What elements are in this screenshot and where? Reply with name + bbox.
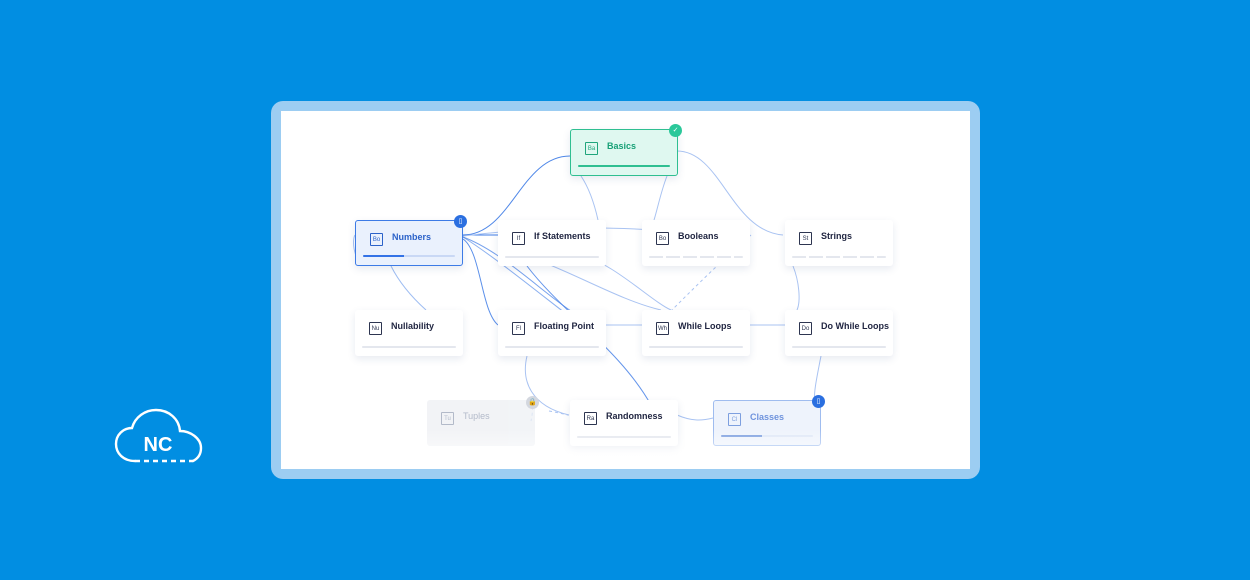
- node-do-while-loops[interactable]: Do Do While Loops: [785, 310, 893, 356]
- node-tag: Cl: [728, 412, 741, 426]
- node-booleans[interactable]: Bo Booleans: [642, 220, 750, 266]
- node-label: Do While Loops: [821, 321, 889, 331]
- progress-bar: [649, 256, 743, 258]
- node-label: Basics: [607, 141, 637, 151]
- progress-bar: [362, 346, 456, 348]
- book-icon: ▯: [812, 395, 825, 408]
- node-label: Nullability: [391, 321, 435, 331]
- node-label: While Loops: [678, 321, 732, 331]
- node-tag: If: [512, 231, 525, 245]
- node-numbers[interactable]: Bo Numbers: [355, 220, 463, 266]
- node-nullability[interactable]: Nu Nullability: [355, 310, 463, 356]
- node-tag: Bo: [370, 232, 383, 246]
- progress-bar: [505, 346, 599, 348]
- node-label: Booleans: [678, 231, 719, 241]
- node-tag: Bo: [656, 231, 669, 245]
- check-icon: ✓: [669, 124, 682, 137]
- node-tag: Wh: [656, 321, 669, 335]
- progress-bar: [363, 255, 455, 257]
- node-label: If Statements: [534, 231, 591, 241]
- node-tag: Ba: [585, 141, 598, 155]
- node-label: Randomness: [606, 411, 663, 421]
- node-randomness[interactable]: Ra Randomness: [570, 400, 678, 446]
- node-classes[interactable]: Cl Classes: [713, 400, 821, 446]
- node-label: Classes: [750, 412, 785, 422]
- node-label: Numbers: [392, 232, 432, 242]
- progress-bar: [721, 435, 813, 437]
- progress-bar: [505, 256, 599, 258]
- node-tag: St: [799, 231, 812, 245]
- progress-fill: [721, 435, 763, 437]
- node-if-statements[interactable]: If If Statements: [498, 220, 606, 266]
- node-tuples[interactable]: Tu Tuples: [427, 400, 535, 446]
- skill-tree-canvas: Ba Basics ✓ Bo Numbers ▯ If If Statements B…: [281, 111, 970, 469]
- node-tag: Fl: [512, 321, 525, 335]
- book-icon: ▯: [454, 215, 467, 228]
- node-tag: Tu: [441, 411, 454, 425]
- node-basics[interactable]: Ba Basics: [570, 129, 678, 176]
- progress-fill: [363, 255, 405, 257]
- cloud-icon: NC: [114, 408, 203, 463]
- logo-text: NC: [144, 434, 173, 456]
- node-floating-point[interactable]: Fl Floating Point: [498, 310, 606, 356]
- node-strings[interactable]: St Strings: [785, 220, 893, 266]
- node-tag: Ra: [584, 411, 597, 425]
- node-label: Strings: [821, 231, 853, 241]
- node-while-loops[interactable]: Wh While Loops: [642, 310, 750, 356]
- progress-bar: [792, 346, 886, 348]
- node-label: Tuples: [463, 411, 490, 421]
- node-label: Floating Point: [534, 321, 594, 331]
- progress-bar: [578, 165, 670, 167]
- progress-bar: [649, 346, 743, 348]
- node-tag: Do: [799, 321, 812, 335]
- progress-bar: [792, 256, 886, 258]
- node-tag: Nu: [369, 321, 382, 335]
- progress-bar: [577, 436, 671, 438]
- lock-icon: 🔒: [526, 396, 539, 409]
